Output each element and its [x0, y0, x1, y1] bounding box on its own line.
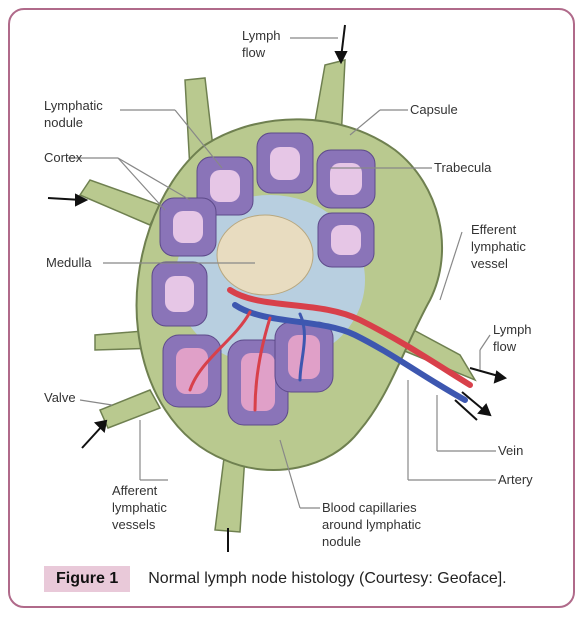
lymphatic-nodule — [316, 149, 376, 209]
lymphatic-nodule — [151, 261, 208, 327]
lymphatic-nodules — [151, 132, 376, 426]
lymphatic-nodule — [196, 156, 254, 216]
lymphatic-nodule — [159, 197, 217, 257]
lymphatic-nodule — [317, 212, 375, 268]
figure-caption: Figure 1 Normal lymph node histology (Co… — [44, 564, 507, 594]
label-medulla: Medulla — [46, 255, 92, 270]
lymphatic-nodule — [256, 132, 314, 194]
label-cortex: Cortex — [44, 150, 83, 165]
leader-lines — [68, 37, 496, 509]
caption-text: Normal lymph node histology (Courtesy: G… — [148, 570, 507, 587]
lymphatic-nodule — [162, 334, 222, 408]
artery-path — [227, 287, 473, 388]
medulla-core — [216, 214, 314, 296]
blood-vessels — [188, 287, 473, 412]
label-valve: Valve — [44, 390, 76, 405]
label-vein: Vein — [498, 443, 523, 458]
label-artery: Artery — [498, 472, 533, 487]
flow-arrows — [47, 24, 508, 552]
figure-label: Figure 1 — [44, 566, 131, 592]
label-capsule: Capsule — [410, 102, 458, 117]
vein-path — [232, 302, 468, 403]
lymphatic-nodule — [227, 339, 289, 426]
label-trabecula: Trabecula — [434, 160, 492, 175]
lymphatic-nodule — [274, 321, 334, 393]
